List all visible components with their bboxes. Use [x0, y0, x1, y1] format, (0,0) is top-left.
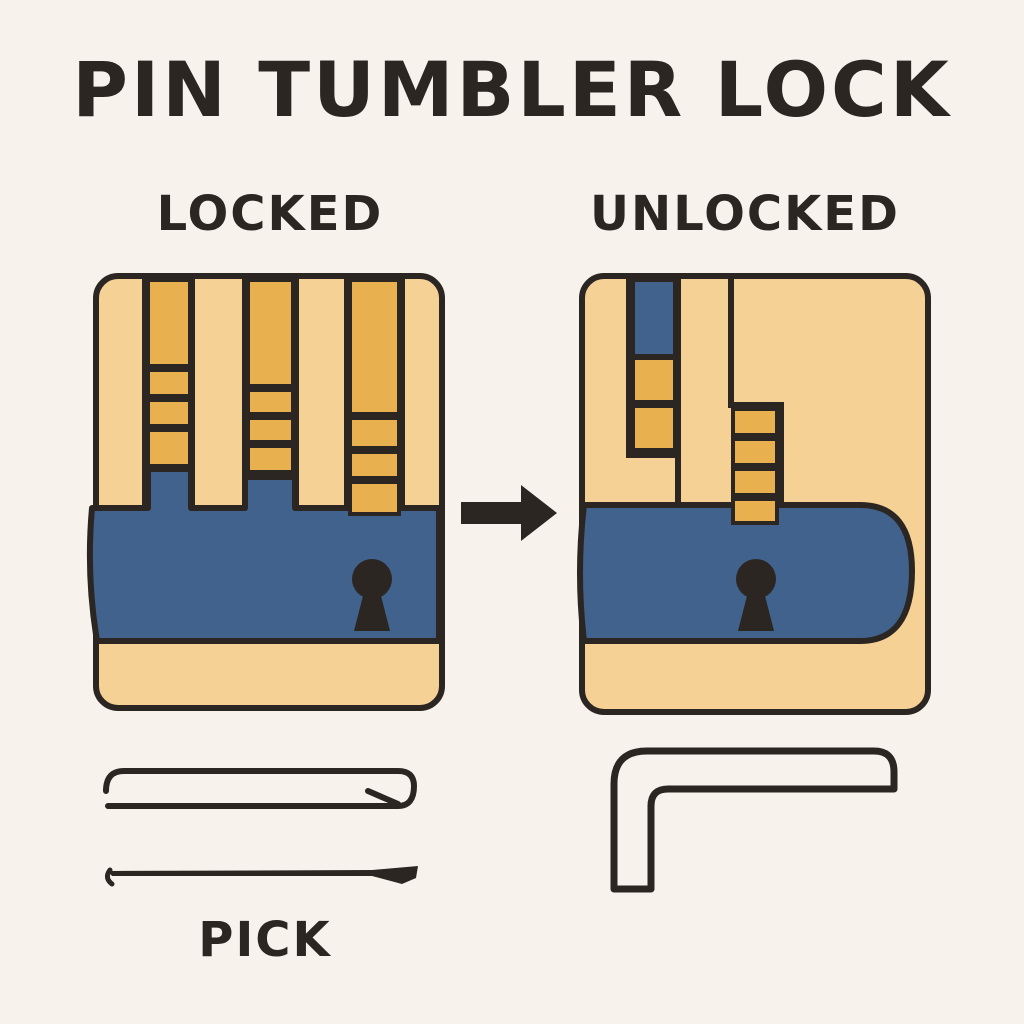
unlocked-label: UNLOCKED — [590, 186, 900, 242]
hook-pick-icon — [103, 768, 417, 809]
locked-pin-stack-1 — [146, 278, 192, 468]
arrow-right-icon — [461, 485, 557, 541]
rake-pick-icon — [104, 866, 418, 887]
pick-label: PICK — [198, 912, 332, 968]
diagram-title: PIN TUMBLER LOCK — [72, 45, 952, 134]
locked-lock — [86, 273, 445, 711]
unlocked-lock — [577, 273, 931, 715]
unlocked-pin-channels — [626, 279, 784, 505]
locked-label: LOCKED — [156, 186, 384, 242]
unlocked-keyhole-icon — [736, 559, 776, 631]
tension-wrench-icon — [610, 747, 898, 893]
locked-pin-stack-2 — [246, 278, 295, 474]
locked-pin-stack-3 — [348, 278, 401, 516]
locked-keyhole-icon — [352, 559, 392, 631]
unlocked-driver-pin — [631, 278, 677, 358]
unlocked-pin-stack-1 — [631, 356, 677, 452]
unlocked-pin-stack-2 — [731, 407, 779, 525]
